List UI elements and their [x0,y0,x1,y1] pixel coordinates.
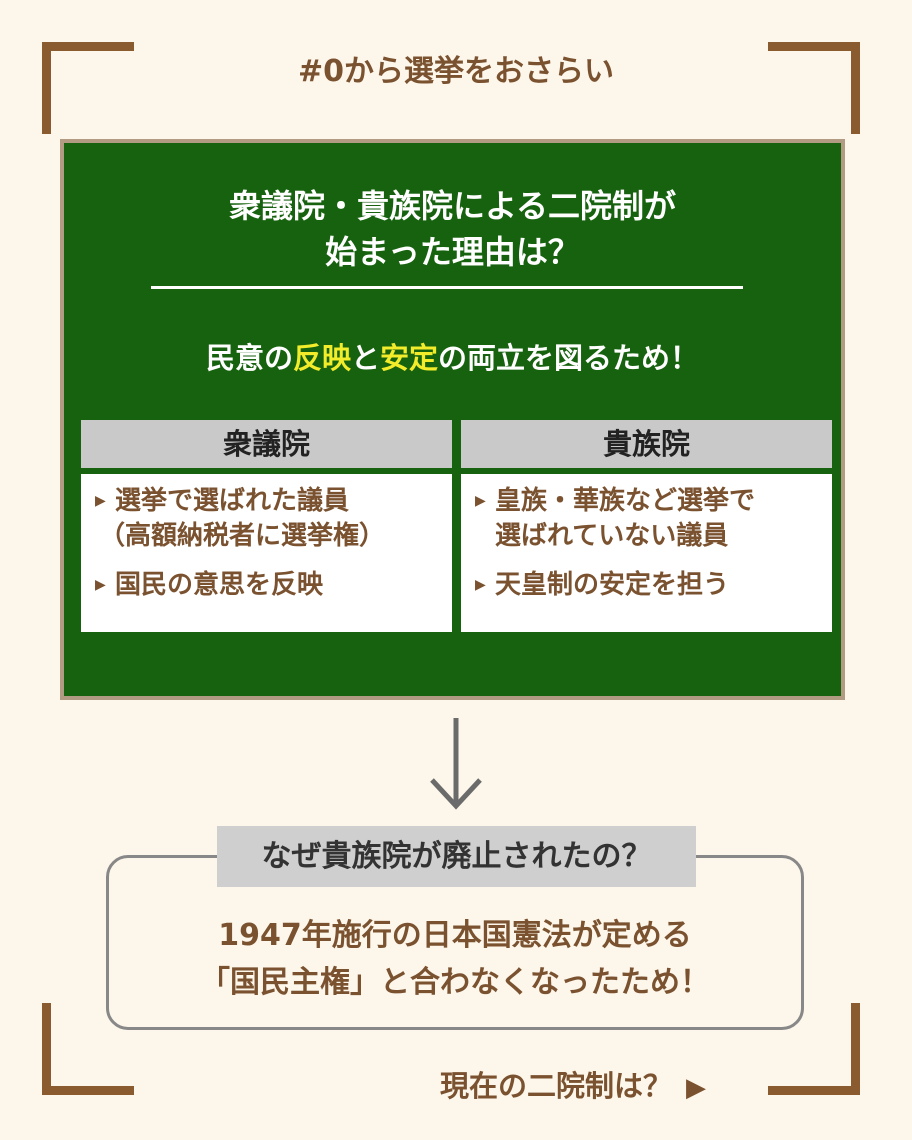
bullet-triangle-icon: ▶ [95,577,106,593]
answer-line2: 「国民主権」と合わなくなったため！ [200,965,710,1000]
board-title: 衆議院・貴族院による二院制が 始まった理由は？ [64,183,841,275]
next-page-link[interactable]: 現在の二院制は？ ▶ [440,1063,770,1105]
highlight-stability: 安定 [380,341,439,375]
answer-text-block: 1947年施行の日本国憲法が定める 「国民主権」と合わなくなったため！ [106,912,804,1006]
answer-text: と [350,341,380,375]
list-item: ▶ 天皇制の安定を担う [475,568,818,603]
column-body: ▶ 皇族・華族など選挙で 選ばれていない議員 ▶ 天皇制の安定を担う [461,474,832,632]
list-item: ▶ 選挙で選ばれた議員 （高額納税者に選挙権） [95,484,438,554]
question-label: なぜ貴族院が廃止されたの？ [217,826,696,887]
bullet-triangle-icon: ▶ [475,493,486,509]
column-heading: 衆議院 [81,420,452,468]
highlight-reflect: 反映 [292,341,351,375]
column-house-of-peers: 貴族院 ▶ 皇族・華族など選挙で 選ばれていない議員 ▶ 天皇制の安定を担う [461,420,832,632]
item-line: 選ばれていない議員 [495,521,729,551]
bullet-triangle-icon: ▶ [475,577,486,593]
hashtag-title: #0から選挙をおさらい [297,54,614,89]
column-heading: 貴族院 [461,420,832,468]
arrow-down-icon [430,718,482,810]
answer-line1: 1947年施行の日本国憲法が定める [218,918,692,953]
board-answer: 民意の反映と安定の両立を図るため！ [64,335,841,377]
item-line: （高額納税者に選挙権） [99,521,386,551]
column-house-of-representatives: 衆議院 ▶ 選挙で選ばれた議員 （高額納税者に選挙権） ▶ 国民の意思を反映 [81,420,452,632]
chalkboard-panel: 衆議院・貴族院による二院制が 始まった理由は？ 民意の反映と安定の両立を図るため… [60,139,845,700]
answer-text: の両立を図るため！ [438,341,700,375]
item-line: 選挙で選ばれた議員 [115,486,350,516]
column-body: ▶ 選挙で選ばれた議員 （高額納税者に選挙権） ▶ 国民の意思を反映 [81,474,452,632]
list-item: ▶ 皇族・華族など選挙で 選ばれていない議員 [475,484,818,554]
board-title-line1: 衆議院・貴族院による二院制が [228,187,677,225]
bullet-triangle-icon: ▶ [95,493,106,509]
item-line: 天皇制の安定を担う [495,570,730,600]
board-title-line2: 始まった理由は？ [325,233,580,271]
item-line: 国民の意思を反映 [115,570,324,600]
list-item: ▶ 国民の意思を反映 [95,568,438,603]
answer-text: 民意の [205,341,293,375]
next-page-label: 現在の二院制は？ [440,1069,673,1103]
board-divider [151,286,743,289]
play-triangle-icon: ▶ [686,1073,707,1103]
item-line: 皇族・華族など選挙で [495,486,756,516]
